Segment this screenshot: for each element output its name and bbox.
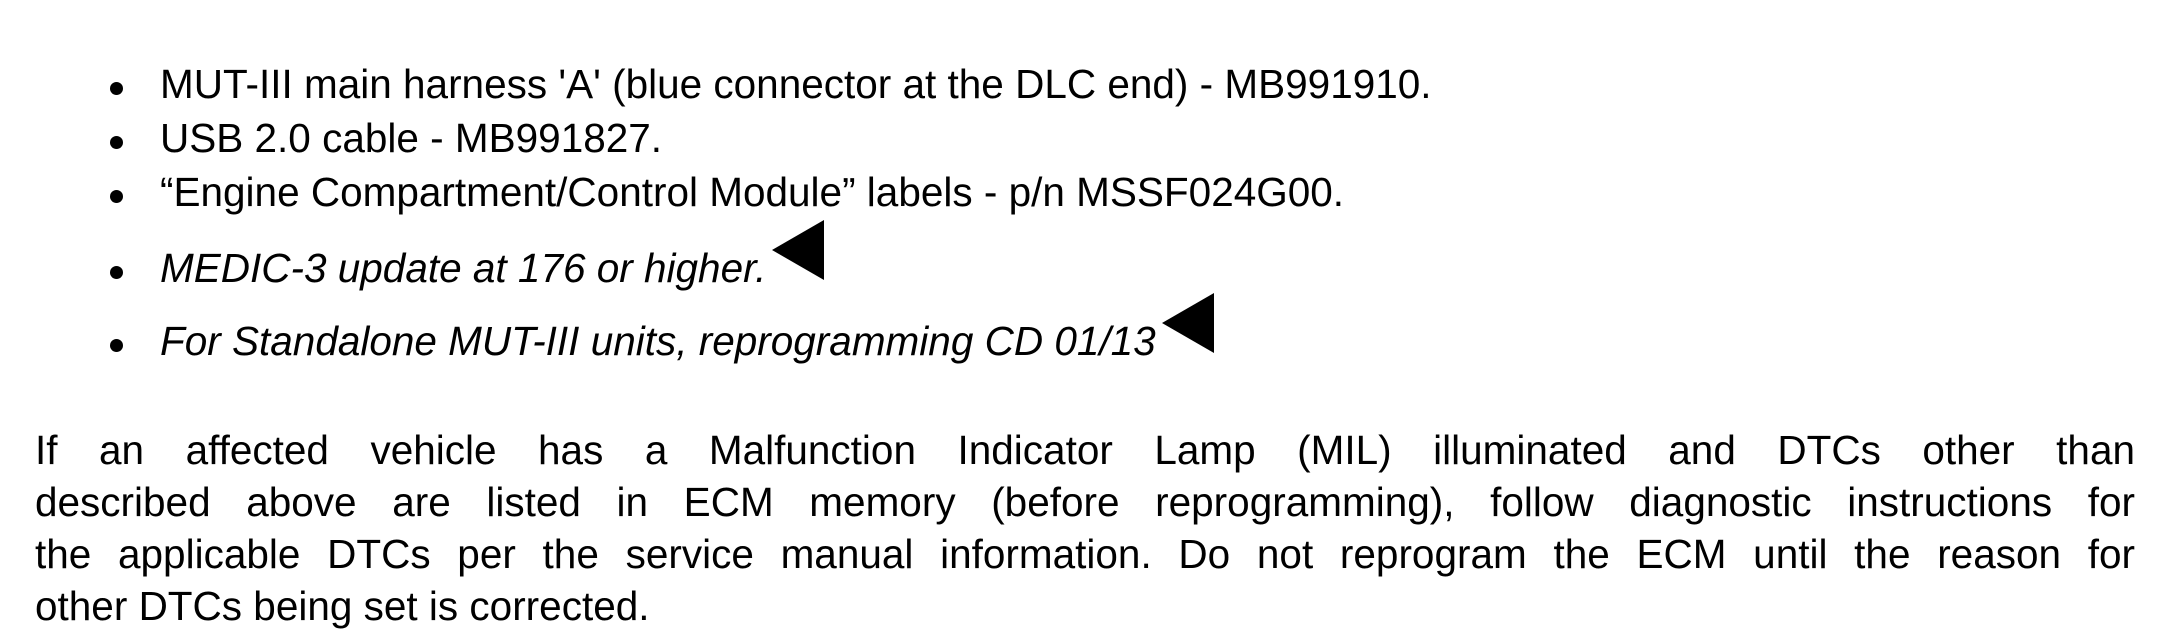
change-marker-triangle-icon bbox=[1161, 293, 1214, 353]
bullet-dot-icon bbox=[110, 136, 123, 149]
bullet-text: USB 2.0 cable - MB991827. bbox=[160, 115, 663, 161]
bullet-text: MEDIC-3 update at 176 or higher. bbox=[160, 245, 767, 291]
bullet-dot-icon bbox=[110, 190, 123, 203]
paragraph-line: other DTCs being set is corrected. bbox=[35, 583, 650, 629]
paragraph-line: described above are listed in ECM memory… bbox=[35, 479, 2135, 525]
paragraph-line: the applicable DTCs per the service manu… bbox=[35, 531, 2135, 577]
bullet-dot-icon bbox=[110, 266, 123, 279]
list-item: MUT-III main harness 'A' (blue connector… bbox=[110, 48, 1432, 108]
mil-instructions-paragraph: If an affected vehicle has a Malfunction… bbox=[35, 424, 2135, 632]
bullet-dot-icon bbox=[110, 339, 123, 352]
bullet-text: MUT-III main harness 'A' (blue connector… bbox=[160, 61, 1432, 107]
list-item: “Engine Compartment/Control Module” labe… bbox=[110, 156, 1344, 216]
change-marker-triangle-icon bbox=[772, 220, 825, 280]
bullet-text: “Engine Compartment/Control Module” labe… bbox=[160, 169, 1345, 215]
list-item: USB 2.0 cable - MB991827. bbox=[110, 102, 662, 162]
paragraph-line: If an affected vehicle has a Malfunction… bbox=[35, 427, 2135, 473]
list-item: For Standalone MUT-III units, reprogramm… bbox=[110, 293, 1214, 365]
bullet-text: For Standalone MUT-III units, reprogramm… bbox=[160, 318, 1156, 364]
list-item: MEDIC-3 update at 176 or higher. bbox=[110, 220, 825, 292]
bullet-dot-icon bbox=[110, 82, 123, 95]
